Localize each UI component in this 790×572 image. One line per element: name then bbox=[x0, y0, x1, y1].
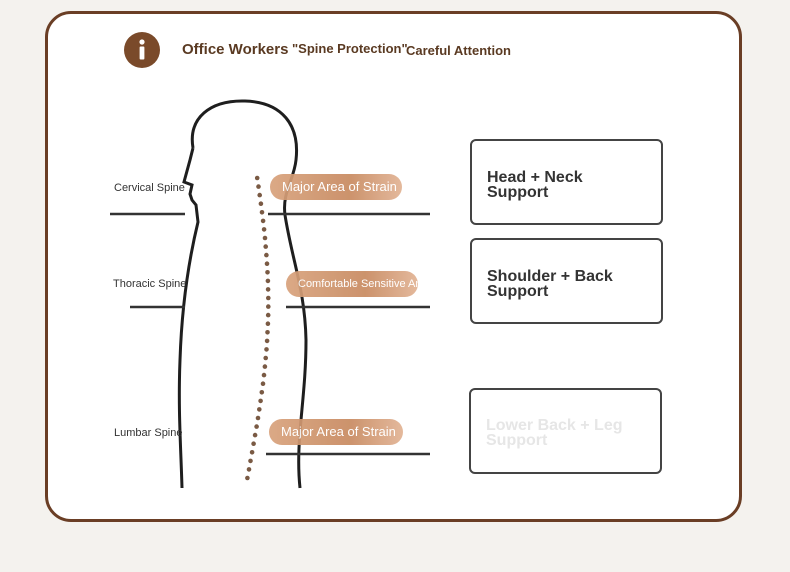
spine-dot bbox=[263, 244, 269, 249]
head-neck-line2: Support bbox=[487, 184, 549, 201]
spine-dot bbox=[258, 201, 264, 206]
spine-dot bbox=[249, 450, 255, 455]
spine-dot bbox=[265, 321, 271, 327]
head-neck-support-box: Head + Neck Support bbox=[470, 139, 663, 225]
cervical-spine-label: Cervical Spine bbox=[114, 182, 185, 194]
spine-dot bbox=[264, 347, 269, 352]
info-icon bbox=[124, 32, 160, 68]
lumbar-pill-text: Major Area of Strain bbox=[281, 424, 396, 439]
spine-dot bbox=[255, 415, 261, 421]
spine-dot bbox=[254, 175, 260, 181]
spine-dots bbox=[245, 175, 271, 481]
spine-dot bbox=[266, 295, 271, 301]
spine-dot bbox=[264, 252, 269, 258]
spine-dot bbox=[246, 467, 252, 472]
spine-dot bbox=[262, 235, 268, 241]
spine-dot bbox=[262, 364, 268, 369]
title-office-workers: Office Workers bbox=[182, 41, 289, 58]
thoracic-pill-text: Comfortable Sensitive Area bbox=[298, 278, 418, 290]
lower-back-line1: Lower Back + Leg bbox=[486, 417, 623, 434]
spine-dot bbox=[257, 407, 262, 412]
spine-dot bbox=[264, 261, 270, 267]
shoulder-back-support-box: Shoulder + Back Support bbox=[470, 238, 663, 324]
spine-dot bbox=[248, 458, 253, 464]
cervical-strain-pill: Major Area of Strain bbox=[270, 174, 402, 200]
lumbar-strain-pill: Major Area of Strain bbox=[269, 419, 403, 445]
thoracic-spine-label: Thoracic Spine bbox=[113, 278, 187, 290]
spine-dot bbox=[254, 424, 259, 429]
spine-dot bbox=[260, 218, 266, 224]
lower-back-line2: Support bbox=[486, 432, 548, 449]
cervical-pill-text: Major Area of Strain bbox=[282, 179, 397, 194]
spine-dot bbox=[265, 287, 271, 292]
spine-dot bbox=[258, 398, 263, 404]
title-spine-protection: "Spine Protection" bbox=[292, 41, 408, 56]
head-neck-line1: Head + Neck bbox=[487, 169, 583, 186]
spine-dot bbox=[256, 184, 261, 189]
spine-dot bbox=[266, 304, 271, 309]
spine-dot bbox=[264, 338, 270, 344]
spine-dot bbox=[265, 330, 270, 335]
shoulder-back-line2: Support bbox=[487, 283, 549, 300]
shoulder-back-line1: Shoulder + Back bbox=[487, 268, 613, 285]
info-glyph bbox=[139, 39, 145, 60]
spine-dot bbox=[259, 210, 265, 215]
title-careful-attention: Careful Attention bbox=[406, 43, 511, 58]
spine-dot bbox=[257, 192, 263, 198]
spine-dot bbox=[265, 312, 271, 318]
lumbar-spine-label: Lumbar Spine bbox=[114, 427, 183, 439]
spine-dot bbox=[252, 432, 258, 438]
spine-dot bbox=[265, 278, 271, 284]
spine-dot bbox=[261, 227, 267, 232]
spine-dot bbox=[261, 372, 267, 378]
spine-dot bbox=[245, 475, 250, 481]
face-outline bbox=[177, 147, 200, 489]
spine-dot bbox=[259, 390, 265, 395]
spine-dot bbox=[251, 441, 256, 447]
lower-back-leg-support-box: Lower Back + Leg Support bbox=[469, 388, 662, 474]
spine-dot bbox=[265, 270, 270, 275]
spine-dot bbox=[263, 355, 269, 361]
spine-dot bbox=[260, 381, 266, 387]
thoracic-sensitive-pill: Comfortable Sensitive Area bbox=[286, 271, 418, 297]
